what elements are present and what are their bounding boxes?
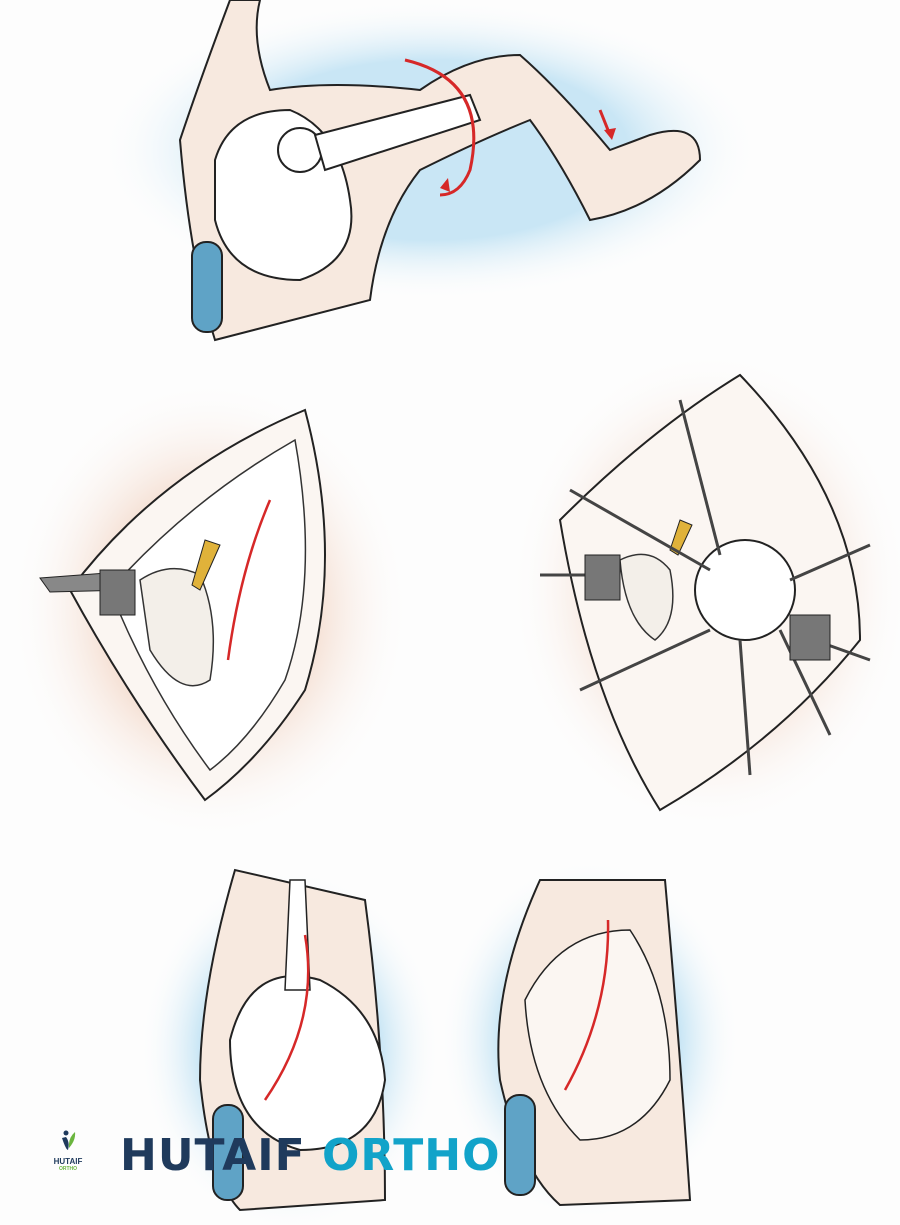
panel-hip-incision-muscle: [440, 860, 740, 1220]
brand-logo: HUTAIF ORTHO: [48, 1130, 88, 1172]
watermark: HUTAIF ORTHO: [120, 1130, 501, 1181]
panel-exposure-right: [510, 350, 900, 830]
panel-hip-incision-bone: [140, 868, 440, 1225]
panel-exposure-left: [10, 380, 410, 840]
person-leaf-logo-icon: [62, 1130, 76, 1150]
panel-hip-leg-rotation: [100, 0, 760, 342]
